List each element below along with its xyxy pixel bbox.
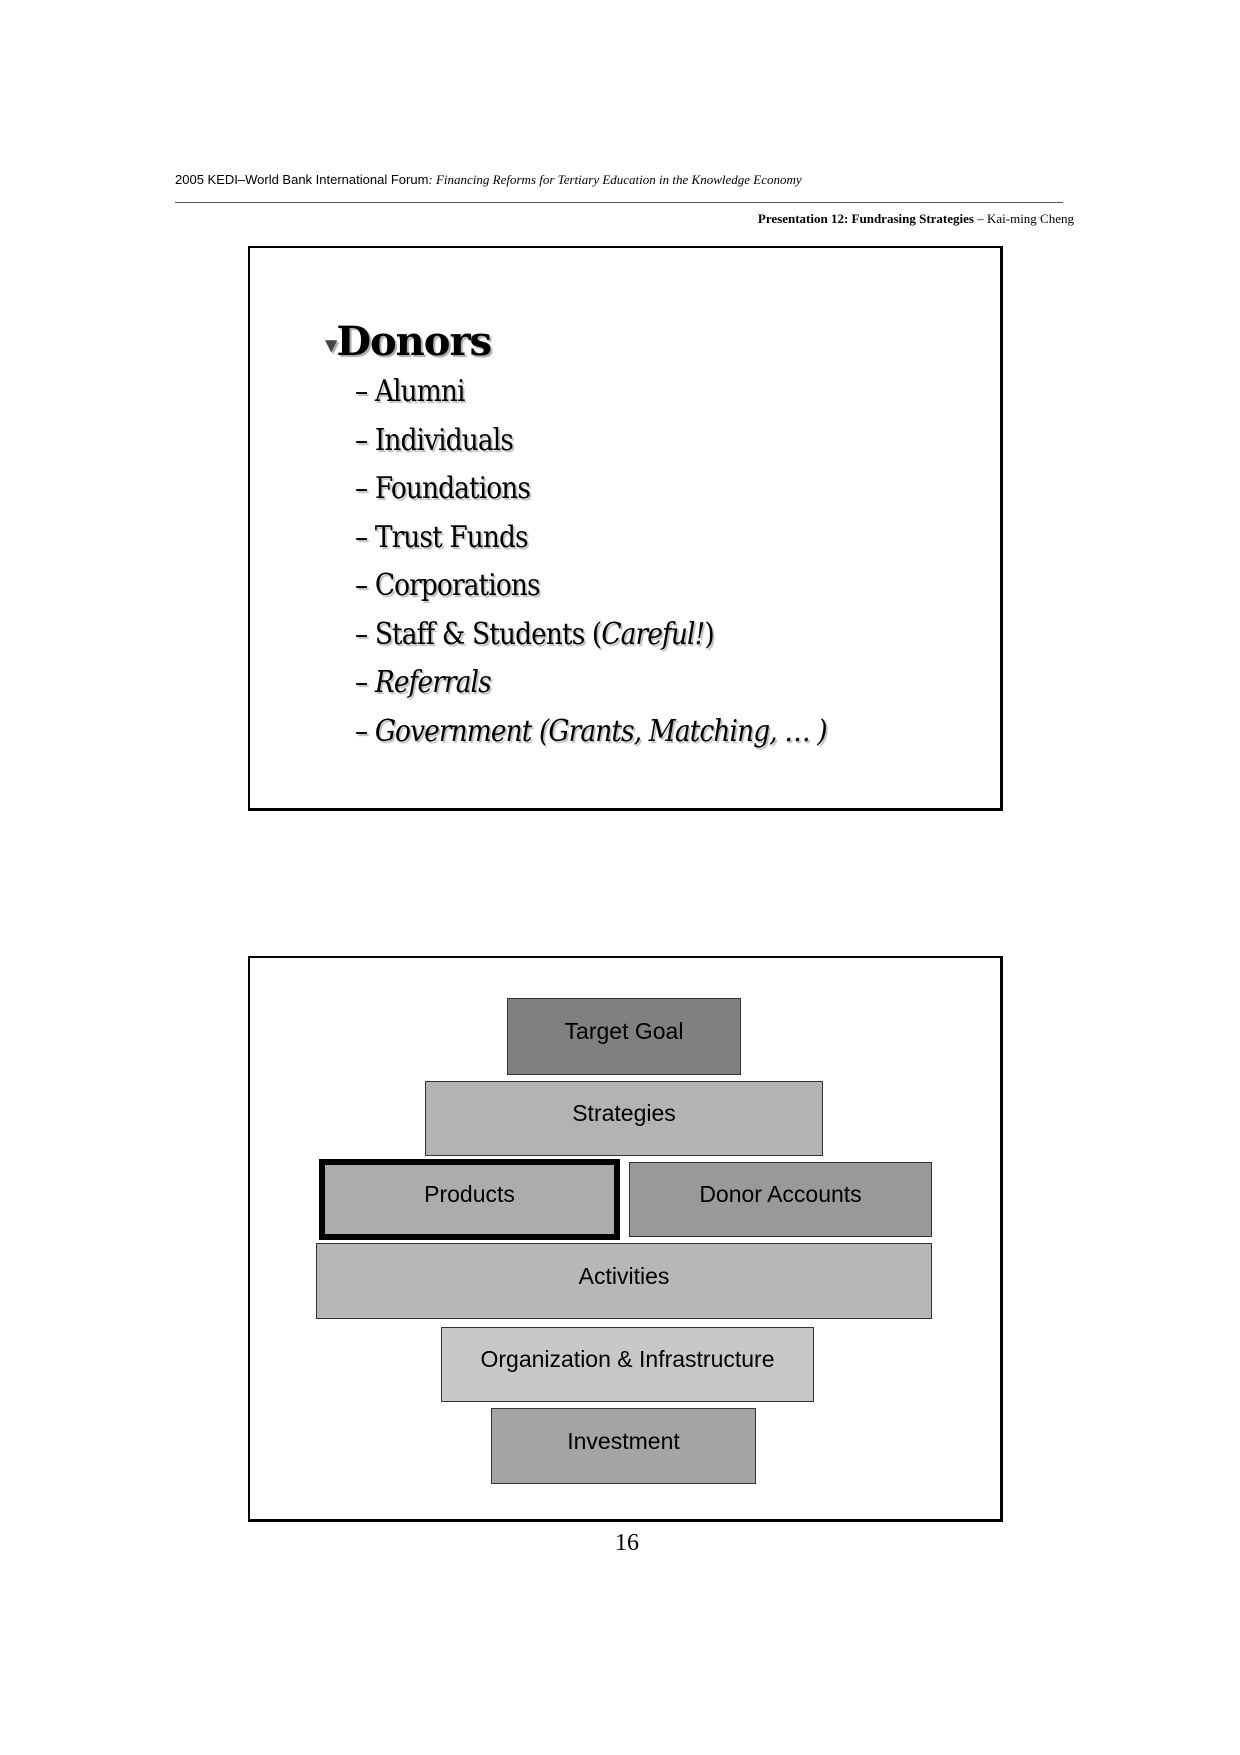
forum-subtitle: : Financing Reforms for Tertiary Educati… [428,172,802,187]
presentation-title: Presentation 12: Fundrasing Strategies [757,211,974,226]
box-activities: Activities [316,1243,932,1319]
list-item-after: ) [704,617,714,652]
list-item: – Corporations [355,568,541,603]
box-donor-accounts: Donor Accounts [629,1162,932,1237]
slide-title-text: Donors [336,318,492,365]
slide-donors [248,246,1003,811]
header-rule [175,202,1063,203]
running-header: 2005 KEDI–World Bank International Forum… [175,172,802,188]
box-target-goal: Target Goal [507,998,741,1075]
list-item-dash: – [355,568,375,603]
list-item: – Staff & Students (Careful!) [355,617,715,652]
list-item-text: Individuals [374,423,514,458]
presentation-author: – Kai-ming Cheng [973,211,1074,226]
box-label: Activities [578,1262,670,1289]
box-organization: Organization & Infrastructure [441,1327,814,1402]
box-label: Investment [567,1427,680,1454]
list-item-dash: – [355,520,375,555]
list-item-text: Trust Funds [374,520,529,555]
box-label: Strategies [572,1100,676,1126]
list-item-dash: – [355,471,375,506]
list-item-dash: – [355,374,375,409]
box-strategies: Strategies [425,1081,823,1156]
slide-title: ▼Donors [325,318,492,365]
list-item-dash: – [355,665,375,700]
box-label: Target Goal [564,1018,684,1044]
box-products: Products [319,1159,620,1240]
list-item: – Individuals [355,423,514,458]
presentation-header: Presentation 12: Fundrasing Strategies –… [758,211,1074,227]
list-item-text: Staff & Students ( [374,617,602,652]
list-item-text: Alumni [374,374,466,409]
list-item: – Referrals [355,665,492,700]
list-item-dash: – [355,714,375,749]
page-number: 16 [615,1530,639,1556]
list-item: – Trust Funds [355,520,529,555]
list-item: – Foundations [355,471,531,506]
list-item-italic: Government (Grants, Matching, … ) [374,714,828,749]
list-item: – Government (Grants, Matching, … ) [355,714,828,749]
list-item-dash: – [355,423,375,458]
box-investment: Investment [491,1408,756,1484]
box-label: Products [424,1181,515,1207]
forum-name: 2005 KEDI–World Bank International Forum [175,172,429,187]
list-item-italic: Referrals [374,665,492,700]
list-item-dash: – [355,617,375,652]
list-item-text: Corporations [374,568,541,603]
bullet-icon: ▼ [325,335,337,355]
box-label: Donor Accounts [699,1181,862,1207]
box-label: Organization & Infrastructure [480,1346,775,1372]
list-item: – Alumni [355,374,465,409]
list-item-italic: Careful! [601,617,705,652]
list-item-text: Foundations [374,471,531,506]
